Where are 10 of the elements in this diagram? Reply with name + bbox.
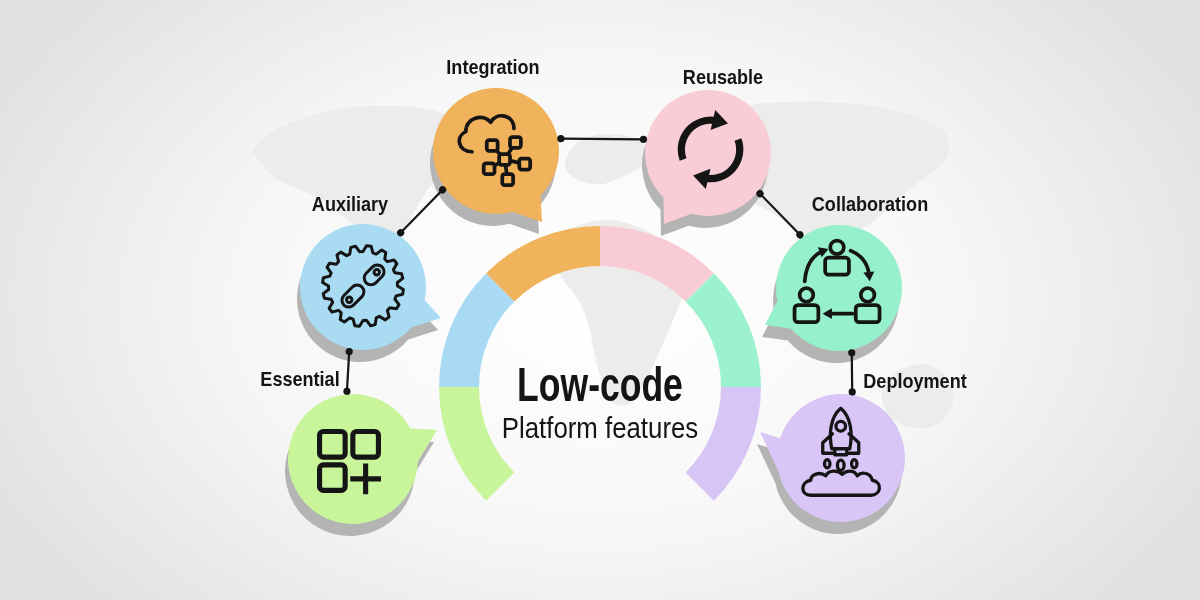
feature-label: Reusable [682, 65, 764, 87]
feature-label: Essential [260, 367, 340, 389]
feature-label: Deployment [863, 369, 967, 391]
connector-line [343, 347, 353, 395]
feature-label: Auxiliary [311, 192, 389, 214]
connector-line [848, 349, 856, 396]
center-subheading: Platform features [501, 413, 699, 444]
feature-label: Collaboration [811, 192, 929, 214]
center-heading: Low-code [517, 361, 683, 410]
feature-label: Integration [446, 55, 540, 77]
